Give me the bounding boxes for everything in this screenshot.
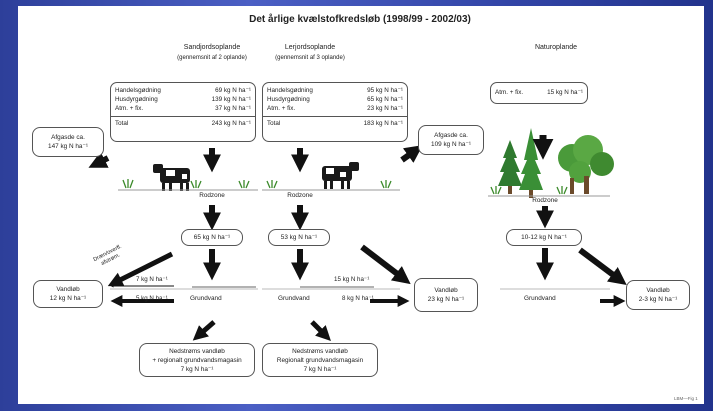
row-value: 23 kg N ha⁻¹: [367, 105, 403, 113]
nature-heading: Naturoplande: [534, 44, 578, 51]
slide: [18, 6, 704, 404]
arrow-drainage: [107, 251, 174, 287]
clay-input-box: Handelsgødning 95 kg N ha⁻¹ Husdyrgødning…: [262, 82, 408, 142]
total-label: Total: [115, 119, 129, 127]
row-value: 65 kg N ha⁻¹: [367, 96, 403, 104]
clay-heading: Lerjordsoplande: [284, 44, 336, 51]
nature-input-box: Atm. + fix. 15 kg N ha⁻¹: [490, 82, 588, 104]
evaporation-value: 147 kg N ha⁻¹: [48, 143, 88, 150]
evaporation-value: 109 kg N ha⁻¹: [431, 141, 471, 148]
leaching-value: 53 kg N ha⁻¹: [280, 234, 318, 241]
nature-root-zone: Rodzone: [532, 197, 558, 204]
row-label: Handelsgødning: [267, 87, 313, 94]
stream-value: 23 kg N ha⁻¹: [427, 296, 465, 303]
total-value: 183 kg N ha⁻¹: [363, 119, 403, 127]
sand-stream-box: Vandløb 12 kg N ha⁻¹: [33, 280, 103, 308]
row-value: 15 kg N ha⁻¹: [547, 89, 583, 96]
row-label: Husdyrgødning: [267, 96, 310, 104]
row-label: Handelsgødning: [115, 87, 161, 94]
leaching-value: 65 kg N ha⁻¹: [193, 234, 231, 241]
arrow-downstream: [310, 320, 331, 341]
input-row: Atm. + fix. 15 kg N ha⁻¹: [491, 83, 587, 103]
downstream-value: 7 kg N ha⁻¹: [303, 365, 337, 373]
conifer-trees-icon: [498, 128, 543, 198]
evaporation-label: Afgasde ca.: [434, 132, 468, 139]
clay-stream-flow: 15 kg N ha⁻¹: [334, 276, 370, 283]
row-value: 95 kg N ha⁻¹: [367, 87, 403, 94]
sand-input-box: Handelsgødning 69 kg N ha⁻¹ Husdyrgødning…: [110, 82, 256, 142]
row-value: 69 kg N ha⁻¹: [215, 87, 251, 94]
row-value: 139 kg N ha⁻¹: [211, 96, 251, 104]
row-label: Husdyrgødning: [115, 96, 158, 104]
total-label: Total: [267, 119, 281, 127]
grass-icon: [122, 179, 568, 195]
leaching-value: 10-12 kg N ha⁻¹: [521, 234, 567, 241]
cow-icon: [153, 164, 190, 191]
downstream-value: 7 kg N ha⁻¹: [180, 365, 214, 373]
input-row: Handelsgødning 69 kg N ha⁻¹: [111, 86, 255, 95]
input-row: Atm. + fix. 37 kg N ha⁻¹: [111, 104, 255, 113]
nature-groundwater-label: Grundvand: [524, 295, 556, 302]
clay-groundwater-label: Grundvand: [278, 295, 310, 302]
row-label: Atm. + fix.: [495, 89, 524, 96]
row-label: Atm. + fix.: [115, 105, 144, 113]
input-row: Husdyrgødning 139 kg N ha⁻¹: [111, 95, 255, 104]
clay-subheading: (gennemsnit af 3 oplande): [275, 55, 345, 61]
total-value: 243 kg N ha⁻¹: [211, 119, 251, 127]
sand-groundwater-label: Grundvand: [190, 295, 222, 302]
stream-label: Vandløb: [434, 287, 458, 294]
arrow-downstream: [192, 320, 216, 341]
clay-leaching-box: 53 kg N ha⁻¹: [268, 229, 330, 246]
nature-stream-box: Vandløb 2-3 kg N ha⁻¹: [626, 280, 690, 310]
clay-stream-box: Vandløb 23 kg N ha⁻¹: [414, 278, 478, 312]
downstream-line: Nedstrøms vandløb: [169, 347, 225, 355]
sand-root-zone: Rodzone: [199, 192, 225, 199]
nature-leaching-box: 10-12 kg N ha⁻¹: [506, 229, 582, 246]
deciduous-trees-icon: [558, 135, 614, 194]
row-value: 37 kg N ha⁻¹: [215, 105, 251, 113]
downstream-line: Regionalt grundvandsmagasin: [276, 356, 364, 364]
diagram-title: Det årlige kvælstofkredsløb (1998/99 - 2…: [249, 14, 471, 25]
sand-groundwater-flow: 5 kg N ha⁻¹: [136, 295, 168, 302]
sand-subheading: (gennemsnit af 2 oplande): [177, 55, 247, 61]
input-row: Handelsgødning 95 kg N ha⁻¹: [263, 86, 407, 95]
arrow-evaporation: [400, 145, 423, 163]
total-row: Total 243 kg N ha⁻¹: [111, 119, 255, 128]
sand-downstream-box: Nedstrøms vandløb + regionalt grundvands…: [139, 343, 255, 377]
stream-value: 12 kg N ha⁻¹: [49, 295, 87, 302]
input-row: Atm. + fix. 23 kg N ha⁻¹: [263, 104, 407, 113]
evaporation-label: Afgasde ca.: [51, 134, 85, 141]
input-row: Husdyrgødning 65 kg N ha⁻¹: [263, 95, 407, 104]
stream-label: Vandløb: [56, 286, 80, 293]
divider: [263, 115, 407, 117]
sand-leaching-box: 65 kg N ha⁻¹: [181, 229, 243, 246]
stream-value: 2-3 kg N ha⁻¹: [638, 296, 678, 303]
figure-footer: LBM—Fig 1: [674, 396, 698, 401]
downstream-line: Nedstrøms vandløb: [292, 347, 348, 355]
cow-icon: [322, 162, 359, 189]
stream-label: Vandløb: [646, 287, 670, 294]
row-label: Atm. + fix.: [267, 105, 296, 113]
total-row: Total 183 kg N ha⁻¹: [263, 119, 407, 128]
clay-evaporation-box: Afgasde ca. 109 kg N ha⁻¹: [418, 125, 484, 155]
arrow-nature-surface: [578, 247, 627, 286]
sand-stream-flow: 7 kg N ha⁻¹: [136, 276, 168, 283]
sand-heading: Sandjordsoplande: [183, 44, 241, 51]
downstream-line: + regionalt grundvandsmagasin: [152, 356, 242, 364]
arrow-clay-surface: [360, 244, 411, 285]
divider: [111, 115, 255, 117]
clay-groundwater-flow: 8 kg N ha⁻¹: [342, 295, 374, 302]
clay-downstream-box: Nedstrøms vandløb Regionalt grundvandsma…: [262, 343, 378, 377]
clay-root-zone: Rodzone: [287, 192, 313, 199]
sand-evaporation-box: Afgasde ca. 147 kg N ha⁻¹: [32, 127, 104, 157]
arrow-evaporation: [88, 151, 110, 168]
